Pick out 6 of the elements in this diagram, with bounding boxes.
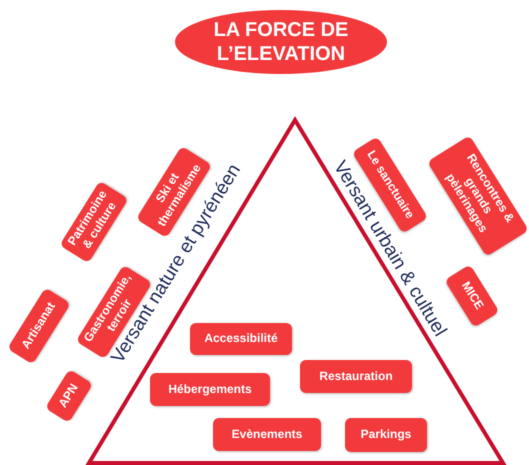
- topic-box: Hébergements: [150, 373, 270, 406]
- topic-box: Restauration: [300, 360, 412, 393]
- topic-box: Evènements: [213, 418, 321, 451]
- topic-box: Parkings: [345, 418, 427, 452]
- title-text: LA FORCE DE L’ELEVATION: [212, 18, 350, 66]
- topic-box: Accessibilité: [190, 323, 292, 355]
